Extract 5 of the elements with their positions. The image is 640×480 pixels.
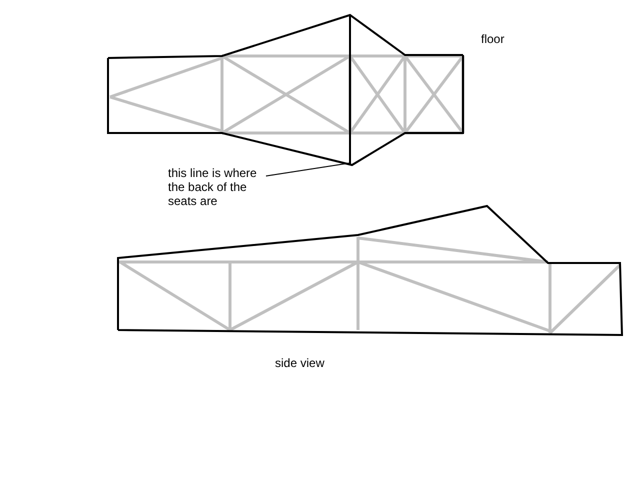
view-label: side view — [275, 356, 324, 370]
view-label: floor — [481, 32, 504, 46]
leader-line — [266, 162, 350, 176]
seat-back-line — [349, 15, 351, 165]
note-text: this line is where the back of the seats are — [168, 166, 264, 208]
